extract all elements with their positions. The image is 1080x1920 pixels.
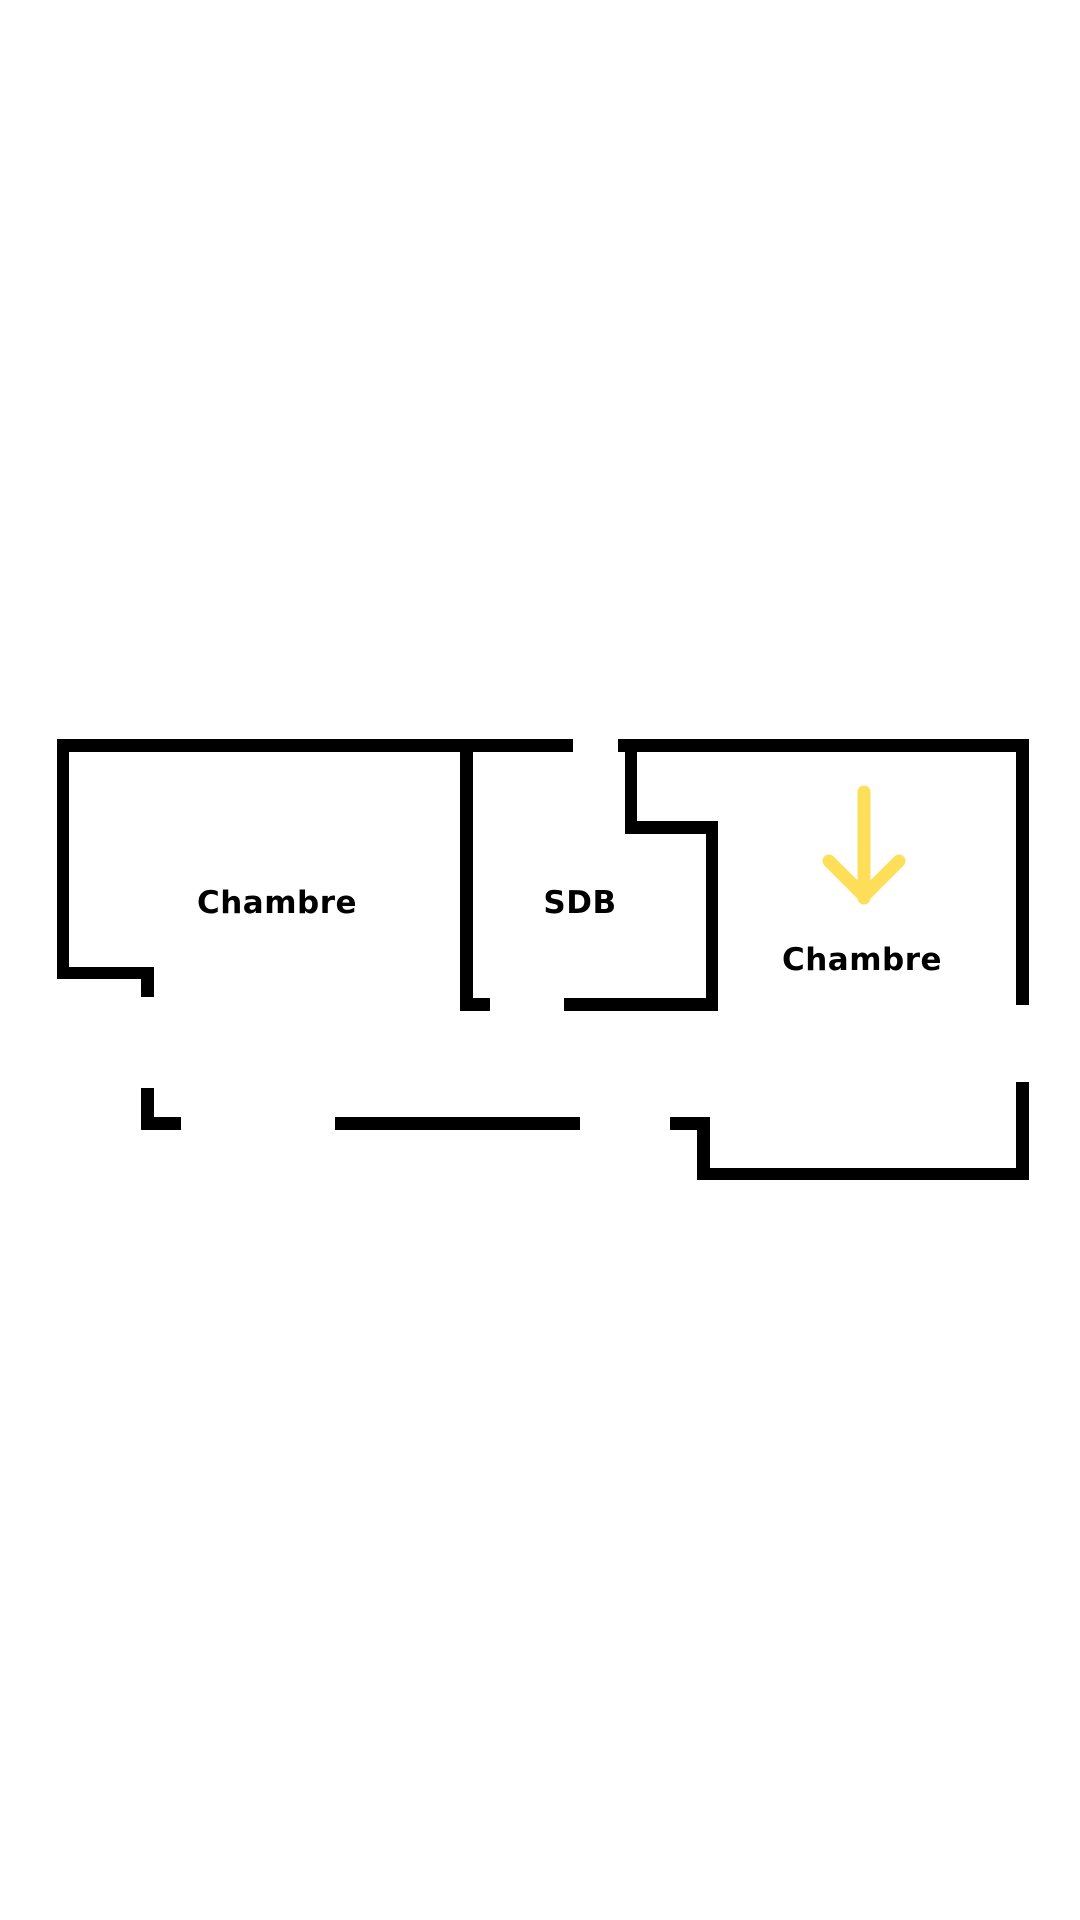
wall-right-outer-upper: [1016, 739, 1029, 1005]
wall-left-ledge-stub: [141, 967, 154, 997]
wall-right-outer-lower: [1016, 1082, 1029, 1180]
wall-left-outer: [57, 739, 69, 979]
wall-top-right: [618, 739, 1029, 752]
room-label-sdb: SDB: [543, 885, 617, 921]
wall-partition-foot: [460, 998, 490, 1011]
wall-bottom-right-ledge: [670, 1117, 710, 1130]
wall-sdb-notch-v: [625, 739, 637, 834]
room-label-chambre-left: Chambre: [196, 885, 358, 921]
wall-corridor-middle: [335, 1117, 580, 1130]
wall-sdb-right: [706, 821, 718, 1011]
wall-top-left: [57, 739, 573, 752]
wall-sdb-bottom: [564, 998, 718, 1011]
wall-partition: [460, 739, 473, 1011]
wall-bottom-right-v: [697, 1117, 710, 1180]
room-label-chambre-right: Chambre: [781, 942, 943, 978]
wall-bottom-right: [697, 1168, 1029, 1180]
wall-sdb-notch-h: [625, 821, 718, 834]
wall-left-ledge: [57, 967, 154, 979]
wall-corridor-left-h: [141, 1117, 181, 1130]
